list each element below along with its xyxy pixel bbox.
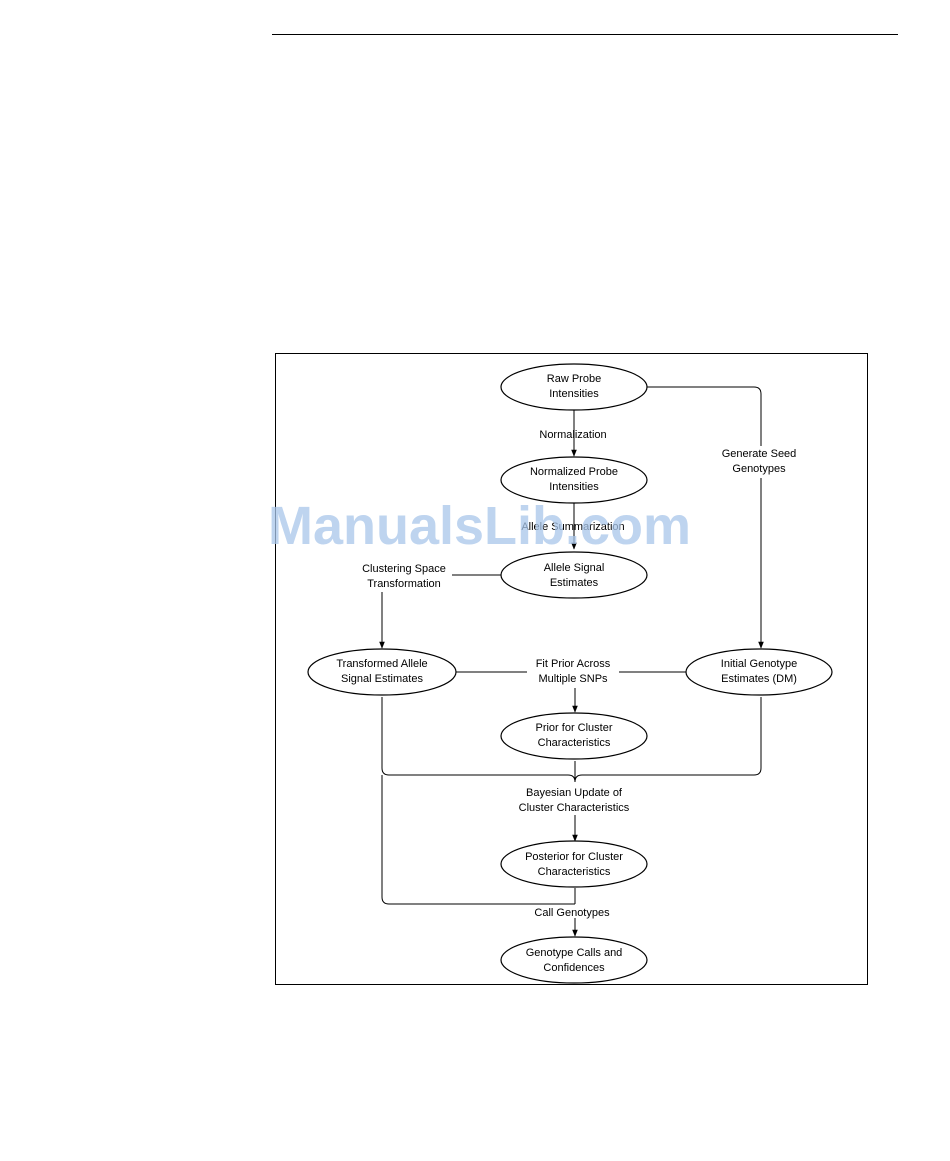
edge-label-text: Bayesian Update of <box>526 787 623 799</box>
line-seed-upper <box>647 386 762 446</box>
edge-label-text: Fit Prior Across <box>536 658 611 670</box>
node-label: Allele Signal <box>544 562 605 574</box>
edge-label-text: Generate Seed <box>722 448 797 460</box>
node-posterior-for-cluster-characteristics: Posterior for Cluster Characteristics <box>500 840 648 888</box>
node-prior-for-cluster-characteristics: Prior for Cluster Characteristics <box>500 712 648 760</box>
edge-label-text: Clustering Space <box>362 563 446 575</box>
node-genotype-calls-and-confidences: Genotype Calls and Confidences <box>500 936 648 984</box>
node-label: Signal Estimates <box>341 673 423 685</box>
edge-label-clustering-space-transformation: Clustering Space Transformation <box>362 563 446 590</box>
node-label: Characteristics <box>538 737 611 749</box>
connectors <box>379 386 764 937</box>
edge-label-normalization: Normalization <box>539 429 606 441</box>
edge-label-text: Transformation <box>367 578 441 590</box>
node-label: Intensities <box>549 481 599 493</box>
header-rule <box>272 34 898 35</box>
line-bracket-right <box>574 697 762 783</box>
node-transformed-allele-signal-estimates: Transformed Allele Signal Estimates <box>307 648 457 696</box>
edge-label-fit-prior: Fit Prior Across Multiple SNPs <box>536 658 611 685</box>
node-raw-probe-intensities: Raw Probe Intensities <box>500 363 648 411</box>
node-label: Initial Genotype <box>721 658 797 670</box>
edge-label-bayesian-update: Bayesian Update of Cluster Characteristi… <box>519 787 630 814</box>
node-label: Characteristics <box>538 866 611 878</box>
node-label: Normalized Probe <box>530 466 618 478</box>
line-bracket-left <box>381 697 576 783</box>
node-label: Prior for Cluster <box>535 722 612 734</box>
figure-frame <box>275 353 868 985</box>
edge-label-text: Cluster Characteristics <box>519 802 630 814</box>
node-label: Raw Probe <box>547 373 601 385</box>
node-initial-genotype-estimates: Initial Genotype Estimates (DM) <box>685 648 833 696</box>
node-label: Posterior for Cluster <box>525 851 623 863</box>
node-label: Confidences <box>543 962 605 974</box>
edge-label-text: Multiple SNPs <box>538 673 608 685</box>
edge-label-allele-summarization: Allele Summarization <box>521 521 624 533</box>
node-label: Intensities <box>549 388 599 400</box>
node-label: Genotype Calls and <box>526 947 623 959</box>
node-allele-signal-estimates: Allele Signal Estimates <box>500 551 648 599</box>
node-label: Estimates (DM) <box>721 673 797 685</box>
edge-label-text: Allele Summarization <box>521 521 624 533</box>
node-label: Estimates <box>550 577 599 589</box>
edge-label-call-genotypes: Call Genotypes <box>534 907 610 919</box>
edge-label-text: Normalization <box>539 429 606 441</box>
edge-label-generate-seed-genotypes: Generate Seed Genotypes <box>722 448 797 475</box>
node-normalized-probe-intensities: Normalized Probe Intensities <box>500 456 648 504</box>
line-call-left <box>381 775 575 905</box>
edge-label-text: Call Genotypes <box>534 907 610 919</box>
edge-label-text: Genotypes <box>732 463 786 475</box>
node-label: Transformed Allele <box>336 658 427 670</box>
